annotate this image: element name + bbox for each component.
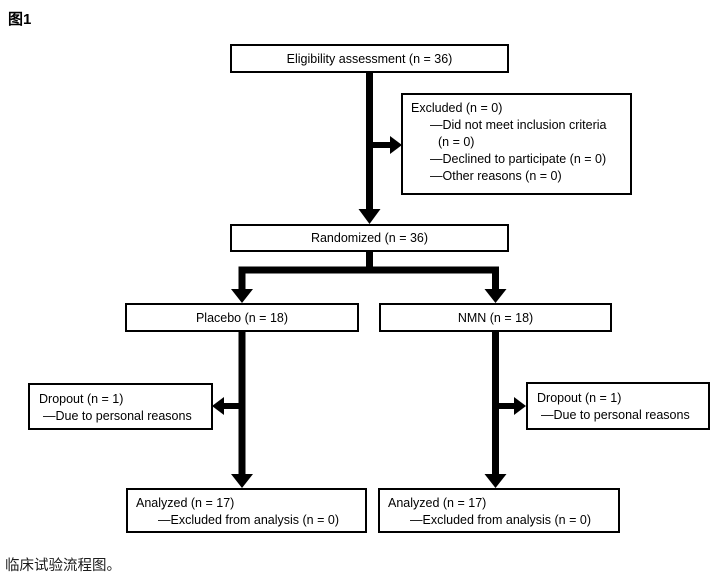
arrowhead-down-analyzed-left bbox=[231, 474, 253, 488]
dropout-left-title: Dropout (n = 1) bbox=[39, 392, 124, 406]
randomized-label: Randomized (n = 36) bbox=[310, 231, 429, 245]
dropout-right-reason: —Due to personal reasons bbox=[541, 408, 690, 422]
analyzed-left-detail: —Excluded from analysis (n = 0) bbox=[158, 513, 339, 527]
excluded-reason: —Other reasons (n = 0) bbox=[430, 169, 562, 183]
box-dropout-left: Dropout (n = 1) —Due to personal reasons bbox=[28, 383, 213, 430]
dropout-left-reason: —Due to personal reasons bbox=[43, 409, 192, 423]
box-eligibility: Eligibility assessment (n = 36) bbox=[230, 44, 509, 73]
box-analyzed-right: Analyzed (n = 17) —Excluded from analysi… bbox=[378, 488, 620, 533]
arrowhead-down-analyzed-right bbox=[484, 474, 507, 488]
dropout-right-title: Dropout (n = 1) bbox=[537, 391, 622, 405]
box-analyzed-left: Analyzed (n = 17) —Excluded from analysi… bbox=[126, 488, 367, 533]
arrowhead-down-randomized bbox=[358, 209, 381, 224]
arrowhead-right-dropout bbox=[514, 397, 526, 415]
arrowhead-down-nmn bbox=[484, 289, 507, 303]
box-placebo: Placebo (n = 18) bbox=[125, 303, 359, 332]
figure-label: 图1 bbox=[8, 11, 32, 28]
arrowhead-left-dropout bbox=[212, 397, 224, 415]
box-dropout-right: Dropout (n = 1) —Due to personal reasons bbox=[526, 382, 710, 430]
nmn-label: NMN (n = 18) bbox=[457, 310, 534, 325]
excluded-reason: —Did not meet inclusion criteria bbox=[430, 118, 607, 132]
analyzed-right-title: Analyzed (n = 17) bbox=[388, 496, 487, 510]
box-randomized: Randomized (n = 36) bbox=[230, 224, 509, 252]
eligibility-label: Eligibility assessment (n = 36) bbox=[286, 51, 453, 66]
excluded-title: Excluded (n = 0) bbox=[411, 101, 503, 115]
box-excluded: Excluded (n = 0) —Did not meet inclusion… bbox=[401, 93, 632, 195]
arrowhead-down-placebo bbox=[231, 289, 253, 303]
figure-caption: 临床试验流程图。 bbox=[5, 558, 121, 574]
placebo-label: Placebo (n = 18) bbox=[195, 310, 289, 325]
box-nmn: NMN (n = 18) bbox=[379, 303, 612, 332]
analyzed-left-title: Analyzed (n = 17) bbox=[136, 496, 235, 510]
analyzed-right-detail: —Excluded from analysis (n = 0) bbox=[410, 513, 591, 527]
excluded-reason: —Declined to participate (n = 0) bbox=[430, 152, 607, 166]
excluded-reason-wrap: (n = 0) bbox=[438, 135, 475, 149]
